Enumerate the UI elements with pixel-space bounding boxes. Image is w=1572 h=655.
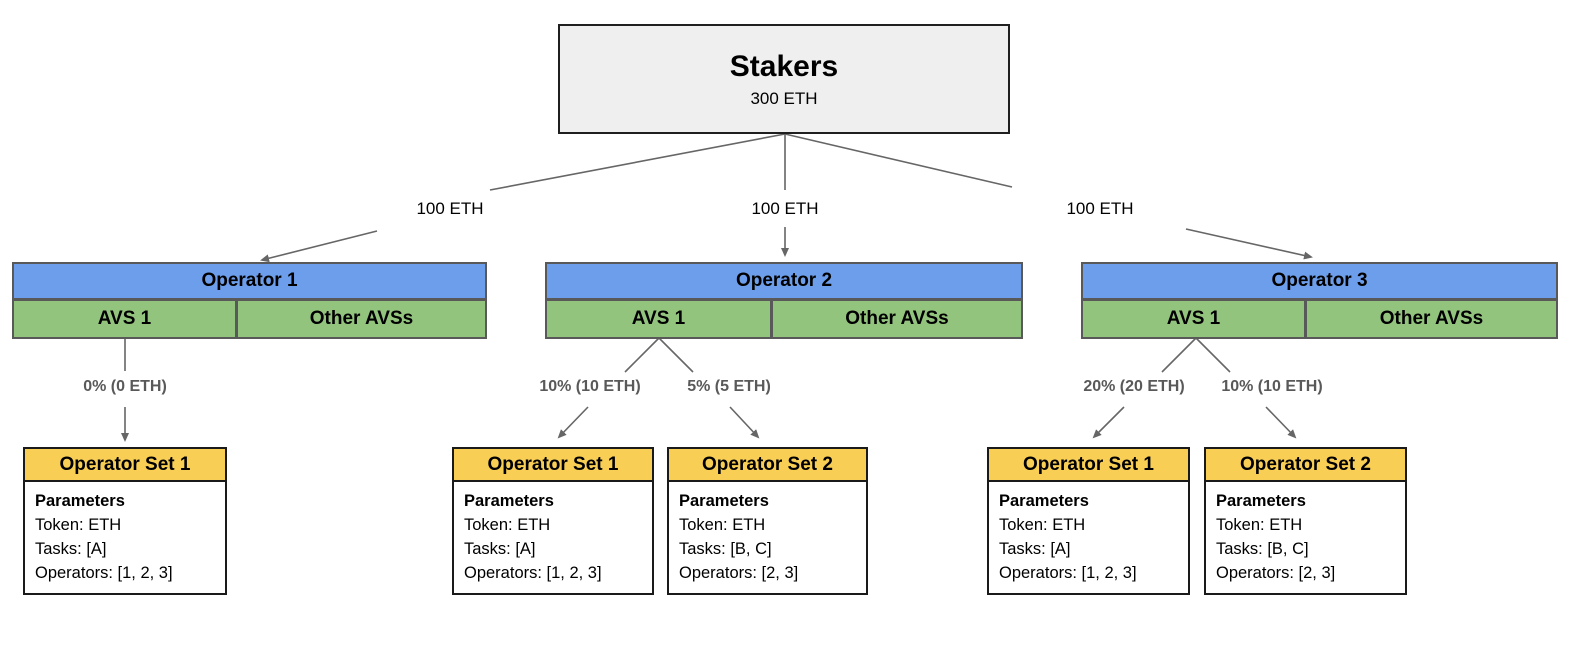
operators-line: Operators: [2, 3] — [1216, 564, 1336, 582]
operator-3-set-2-box: Operator Set 2 Parameters Token: ETH Tas… — [1204, 447, 1407, 595]
parameters-title: Parameters — [999, 492, 1089, 510]
tasks-line: Tasks: [A] — [464, 540, 536, 558]
operator-1-avs1-cell: AVS 1 — [14, 301, 238, 337]
operator-1-header: Operator 1 — [14, 264, 485, 301]
operator-3-set-1-title: Operator Set 1 — [989, 449, 1188, 482]
tasks-line: Tasks: [B, C] — [1216, 540, 1309, 558]
operator-2-set-2-title: Operator Set 2 — [669, 449, 866, 482]
operator-1-set-1-title: Operator Set 1 — [25, 449, 225, 482]
token-line: Token: ETH — [35, 516, 122, 534]
stakers-title: Stakers — [729, 50, 839, 83]
operator-2-set-1-box: Operator Set 1 Parameters Token: ETH Tas… — [452, 447, 654, 595]
tasks-line: Tasks: [A] — [999, 540, 1071, 558]
operator-2-set-1-title: Operator Set 1 — [454, 449, 652, 482]
operator-3-table: Operator 3 AVS 1 Other AVSs — [1081, 262, 1558, 339]
parameters-title: Parameters — [1216, 492, 1306, 510]
parameters-title: Parameters — [679, 492, 769, 510]
operators-line: Operators: [2, 3] — [679, 564, 799, 582]
token-line: Token: ETH — [464, 516, 551, 534]
stake-label-left: 100 ETH — [416, 199, 484, 218]
operator-1-avs-row: AVS 1 Other AVSs — [14, 301, 485, 337]
operator-2-set-1-body: Parameters Token: ETH Tasks: [A] Operato… — [454, 482, 652, 593]
operator-2-other-avs-cell: Other AVSs — [773, 301, 1021, 337]
operator-1-set-1-body: Parameters Token: ETH Tasks: [A] Operato… — [25, 482, 225, 593]
operator-3-avs1-cell: AVS 1 — [1083, 301, 1307, 337]
operator-3-other-avs-cell: Other AVSs — [1307, 301, 1556, 337]
stake-label-right: 100 ETH — [1066, 199, 1134, 218]
operator-2-set-2-body: Parameters Token: ETH Tasks: [B, C] Oper… — [669, 482, 866, 593]
parameters-title: Parameters — [464, 492, 554, 510]
operator-3-set-2-body: Parameters Token: ETH Tasks: [B, C] Oper… — [1206, 482, 1405, 593]
tasks-line: Tasks: [B, C] — [679, 540, 772, 558]
operator-1-allocation-label: 0% (0 ETH) — [83, 378, 167, 395]
operator-3-header: Operator 3 — [1083, 264, 1556, 301]
operators-line: Operators: [1, 2, 3] — [999, 564, 1137, 582]
operator-3-allocation-label-2: 10% (10 ETH) — [1221, 378, 1323, 395]
operator-2-allocation-label-1: 10% (10 ETH) — [539, 378, 641, 395]
operator-2-allocation-label-2: 5% (5 ETH) — [687, 378, 771, 395]
stakers-box: Stakers 300 ETH — [558, 24, 1010, 134]
operators-line: Operators: [1, 2, 3] — [464, 564, 602, 582]
operator-3-allocation-label-1: 20% (20 ETH) — [1083, 378, 1185, 395]
token-line: Token: ETH — [1216, 516, 1303, 534]
operators-line: Operators: [1, 2, 3] — [35, 564, 173, 582]
operator-1-set-1-box: Operator Set 1 Parameters Token: ETH Tas… — [23, 447, 227, 595]
operator-2-avs-row: AVS 1 Other AVSs — [547, 301, 1021, 337]
operator-2-table: Operator 2 AVS 1 Other AVSs — [545, 262, 1023, 339]
operator-3-avs-row: AVS 1 Other AVSs — [1083, 301, 1556, 337]
operator-3-set-1-box: Operator Set 1 Parameters Token: ETH Tas… — [987, 447, 1190, 595]
token-line: Token: ETH — [999, 516, 1086, 534]
operator-2-avs1-cell: AVS 1 — [547, 301, 773, 337]
operator-1-other-avs-cell: Other AVSs — [238, 301, 485, 337]
stake-label-middle: 100 ETH — [751, 199, 819, 218]
operator-1-table: Operator 1 AVS 1 Other AVSs — [12, 262, 487, 339]
operator-3-set-1-body: Parameters Token: ETH Tasks: [A] Operato… — [989, 482, 1188, 593]
parameters-title: Parameters — [35, 492, 125, 510]
tasks-line: Tasks: [A] — [35, 540, 107, 558]
operator-3-set-2-title: Operator Set 2 — [1206, 449, 1405, 482]
token-line: Token: ETH — [679, 516, 766, 534]
operator-2-header: Operator 2 — [547, 264, 1021, 301]
operator-2-set-2-box: Operator Set 2 Parameters Token: ETH Tas… — [667, 447, 868, 595]
stakers-amount: 300 ETH — [750, 89, 818, 108]
